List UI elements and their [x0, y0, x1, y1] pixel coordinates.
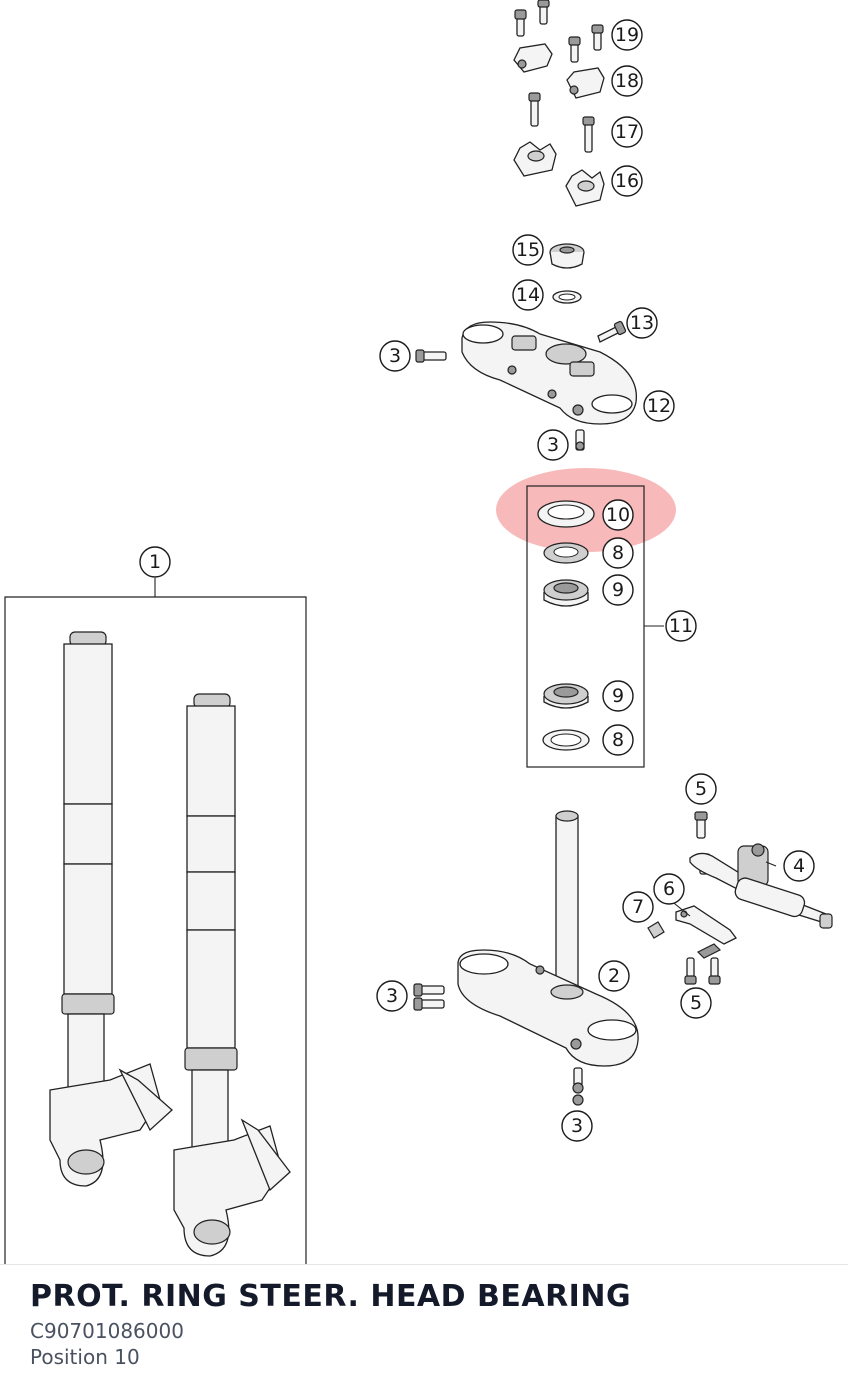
callout-12[interactable]: 12: [643, 390, 675, 422]
callout-8-lower[interactable]: 8: [602, 724, 634, 756]
svg-text:2: 2: [608, 965, 620, 987]
callout-4[interactable]: 4: [783, 850, 815, 882]
washer[interactable]: [552, 290, 582, 304]
damper-bracket[interactable]: [675, 905, 737, 959]
exploded-parts-diagram: 19 18 17 16 15 14 13 3 12 3 10 8 9 11 9 …: [4, 0, 833, 1264]
handlebar-clamp-assembly[interactable]: [513, 0, 605, 207]
svg-text:1: 1: [149, 551, 161, 573]
callout-1[interactable]: 1: [139, 546, 171, 578]
svg-text:7: 7: [632, 896, 644, 918]
bolt-3-upper-bottom[interactable]: [575, 429, 585, 451]
callout-5-bottom[interactable]: 5: [680, 987, 712, 1019]
callout-2[interactable]: 2: [598, 960, 630, 992]
fork-leg-right[interactable]: [173, 693, 291, 1257]
callout-17[interactable]: 17: [611, 116, 643, 148]
part-position: Position 10: [30, 1345, 140, 1369]
bolt-3-upper-side[interactable]: [415, 349, 447, 363]
svg-text:18: 18: [615, 70, 639, 92]
svg-text:14: 14: [516, 284, 540, 306]
fork-assembly-frame: [4, 596, 307, 1264]
callout-14[interactable]: 14: [512, 279, 544, 311]
svg-text:19: 19: [615, 24, 639, 46]
svg-text:8: 8: [612, 542, 624, 564]
svg-text:9: 9: [612, 579, 624, 601]
steering-stem-cap[interactable]: [549, 243, 585, 269]
callout-18[interactable]: 18: [611, 65, 643, 97]
bolt-13[interactable]: [597, 320, 627, 343]
svg-text:11: 11: [669, 615, 693, 637]
callout-5-top[interactable]: 5: [685, 773, 717, 805]
callout-9-upper[interactable]: 9: [602, 574, 634, 606]
spring-clip[interactable]: [647, 921, 665, 939]
svg-text:3: 3: [571, 1115, 583, 1137]
callout-6[interactable]: 6: [653, 873, 685, 905]
bolt-3-lower-bottom[interactable]: [572, 1067, 584, 1106]
svg-text:3: 3: [386, 985, 398, 1007]
svg-text:6: 6: [663, 878, 675, 900]
callout-13[interactable]: 13: [626, 307, 658, 339]
svg-text:3: 3: [389, 345, 401, 367]
callout-8-upper[interactable]: 8: [602, 537, 634, 569]
svg-text:9: 9: [612, 685, 624, 707]
part-title: PROT. RING STEER. HEAD BEARING: [30, 1279, 632, 1314]
callout-19[interactable]: 19: [611, 19, 643, 51]
callout-10[interactable]: 10: [602, 499, 634, 531]
callout-3-upper-bottom[interactable]: 3: [537, 429, 569, 461]
svg-text:10: 10: [606, 504, 630, 526]
svg-text:5: 5: [690, 992, 702, 1014]
upper-triple-clamp[interactable]: [461, 321, 637, 425]
seal-ring-lower[interactable]: [542, 729, 590, 751]
callout-3-lower-bottom[interactable]: 3: [561, 1110, 593, 1142]
part-info-panel: PROT. RING STEER. HEAD BEARING C90701086…: [0, 1264, 848, 1391]
callout-3-lower-side[interactable]: 3: [376, 980, 408, 1012]
svg-text:12: 12: [647, 395, 671, 417]
svg-text:5: 5: [695, 778, 707, 800]
callout-16[interactable]: 16: [611, 165, 643, 197]
part-number: C90701086000: [30, 1319, 184, 1343]
svg-text:16: 16: [615, 170, 639, 192]
seal-ring-upper[interactable]: [543, 542, 589, 564]
steering-damper[interactable]: [689, 843, 833, 929]
steering-head-bearing-lower[interactable]: [543, 683, 589, 709]
svg-text:17: 17: [615, 121, 639, 143]
callout-7[interactable]: 7: [622, 891, 654, 923]
lower-triple-clamp-with-stem[interactable]: [457, 810, 639, 1067]
steering-head-bearing-upper[interactable]: [543, 579, 589, 607]
fork-leg-left[interactable]: [49, 631, 173, 1187]
callout-9-lower[interactable]: 9: [602, 680, 634, 712]
callout-15[interactable]: 15: [512, 234, 544, 266]
bolt-5-top[interactable]: [694, 811, 708, 839]
svg-text:13: 13: [630, 312, 654, 334]
callout-3-upper-side[interactable]: 3: [379, 340, 411, 372]
svg-text:3: 3: [547, 434, 559, 456]
svg-text:4: 4: [793, 855, 805, 877]
bolts-5-bottom[interactable]: [684, 957, 721, 985]
bolts-3-lower-side[interactable]: [413, 983, 445, 1011]
svg-text:8: 8: [612, 729, 624, 751]
svg-text:15: 15: [516, 239, 540, 261]
callout-11[interactable]: 11: [665, 610, 697, 642]
protective-ring-steering-head-bearing[interactable]: [537, 500, 595, 528]
